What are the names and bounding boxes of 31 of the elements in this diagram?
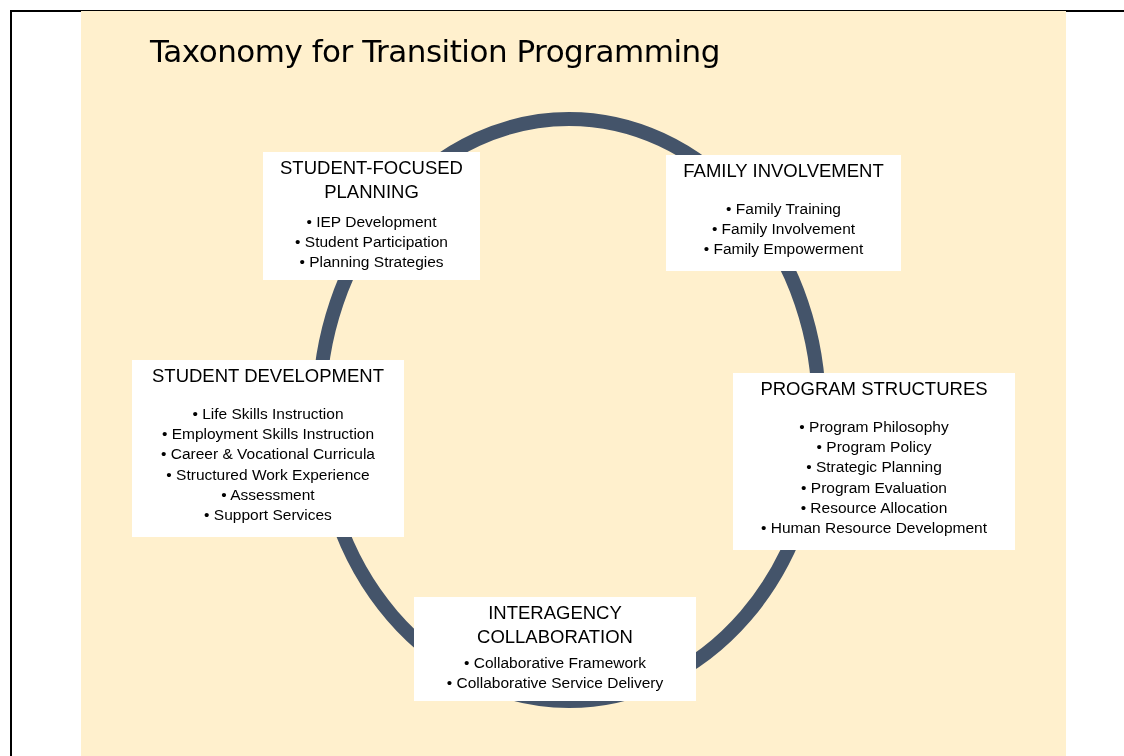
- bullet-item: • Collaborative Framework: [464, 653, 646, 673]
- category-box: [132, 360, 404, 537]
- category-box: [414, 597, 696, 701]
- bullet-item: • Career & Vocational Curricula: [161, 444, 375, 465]
- bullet-item: • Program Philosophy: [799, 417, 949, 437]
- category-heading: STUDENT DEVELOPMENT: [152, 364, 384, 388]
- bullet-item: • Planning Strategies: [299, 252, 444, 273]
- bullet-item: • IEP Development: [306, 212, 437, 232]
- bullet-item: • Family Involvement: [711, 219, 856, 240]
- category-heading: STUDENT-FOCUSED PLANNING: [279, 156, 464, 204]
- bullet-item: • Collaborative Service Delivery: [446, 673, 664, 694]
- category-box: [263, 152, 480, 280]
- category-heading: FAMILY INVOLVEMENT: [683, 159, 884, 183]
- bullet-item: • Program Evaluation: [801, 477, 947, 498]
- bullet-item: • Support Services: [204, 505, 332, 525]
- bullet-item: • Student Participation: [295, 232, 448, 253]
- category-box: [733, 373, 1015, 550]
- title: Taxonomy for Transition Programming: [150, 33, 720, 69]
- category-heading: PROGRAM STRUCTURES: [760, 377, 988, 401]
- bullet-item: • Human Resource Development: [761, 518, 987, 538]
- bullet-item: • Program Policy: [816, 437, 932, 458]
- bullet-item: • Structured Work Experience: [166, 464, 370, 485]
- bullet-item: • Family Empowerment: [703, 239, 864, 260]
- bullet-item: • Strategic Planning: [806, 457, 942, 478]
- bullet-item: • Employment Skills Instruction: [161, 424, 375, 445]
- category-heading: INTERAGENCY COLLABORATION: [476, 601, 634, 649]
- bullet-item: • Resource Allocation: [800, 497, 948, 518]
- category-box: [666, 155, 901, 271]
- bullet-item: • Life Skills Instruction: [192, 404, 344, 424]
- bullet-item: • Family Training: [726, 199, 841, 219]
- bullet-item: • Assessment: [221, 484, 315, 505]
